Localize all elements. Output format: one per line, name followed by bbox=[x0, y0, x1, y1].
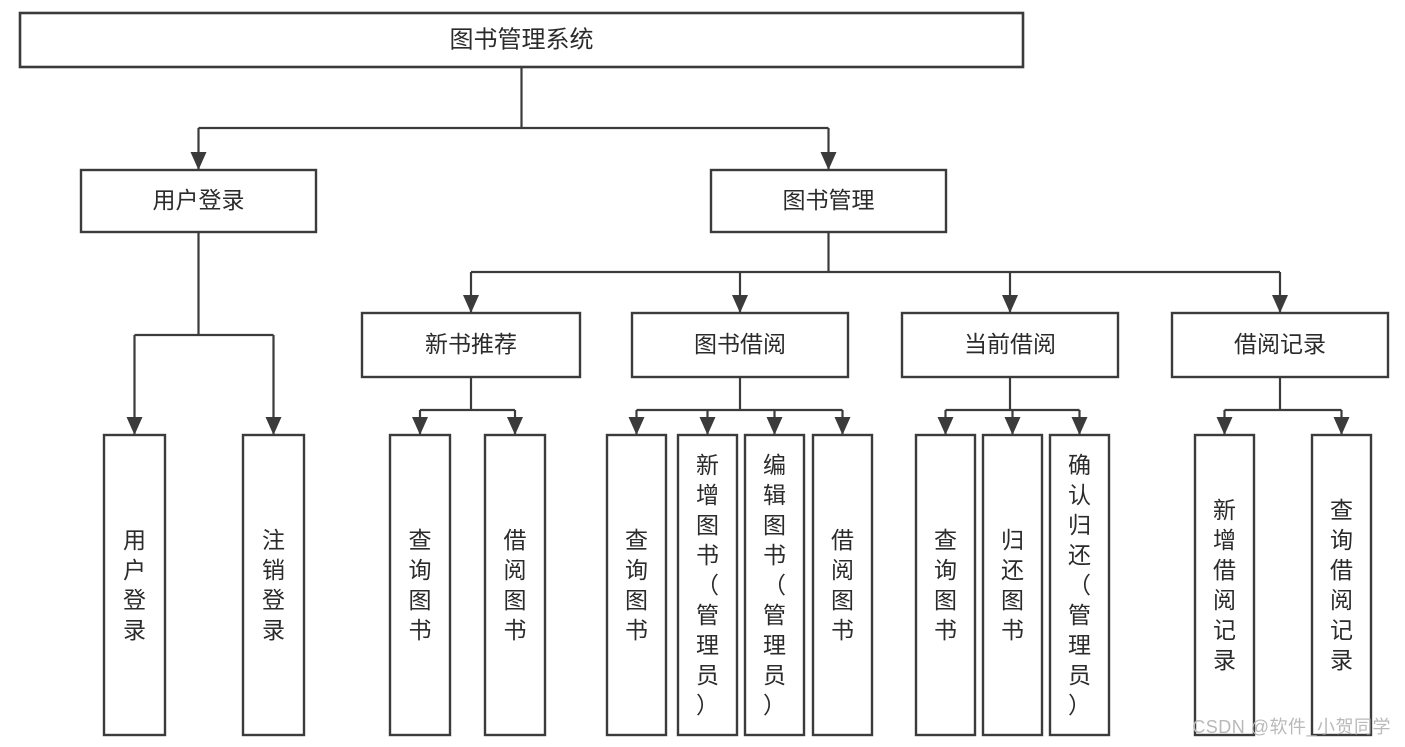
leaf-leaf-confirm-return[interactable]: 确认归还（管理员） bbox=[1048, 433, 1111, 737]
leaf-leaf-borrow-book[interactable]: 借阅图书 bbox=[811, 433, 874, 737]
lvl3-book-borrow-arrow-icon-3 bbox=[834, 417, 851, 435]
node-user-login-label: 用户登录 bbox=[153, 187, 245, 213]
leaf-leaf-query-book-recommend-label: 查询图书 bbox=[409, 527, 432, 643]
leaf-leaf-query-book-recommend[interactable]: 查询图书 bbox=[388, 433, 452, 737]
node-borrow-record-label: 借阅记录 bbox=[1234, 331, 1326, 357]
userlogin-arrow-icon-1 bbox=[265, 417, 282, 435]
node-root-root-rect bbox=[18, 11, 1025, 69]
leaf-leaf-add-book-label: 新增图书（管理员） bbox=[696, 452, 719, 718]
userlogin-arrow-icon-0 bbox=[126, 417, 143, 435]
node-borrow-record[interactable]: 借阅记录 bbox=[1170, 311, 1390, 379]
leaf-leaf-query-book-current[interactable]: 查询图书 bbox=[914, 433, 977, 737]
leaf-leaf-user-login[interactable]: 用户登录 bbox=[102, 433, 167, 737]
node-current-borrow[interactable]: 当前借阅 bbox=[900, 311, 1120, 379]
leaf-leaf-logout-rect bbox=[241, 433, 306, 737]
bookmgmt-arrow-icon-3 bbox=[1272, 295, 1288, 313]
leaf-leaf-borrow-book-rect bbox=[811, 433, 874, 737]
leaf-leaf-query-book-current-label: 查询图书 bbox=[934, 527, 957, 643]
leaf-leaf-query-borrow-record-rect bbox=[1310, 433, 1373, 737]
leaf-leaf-return-book-rect bbox=[981, 433, 1044, 737]
leaf-leaf-logout[interactable]: 注销登录 bbox=[241, 433, 306, 737]
lvl3-book-borrow-arrow-icon-1 bbox=[699, 417, 716, 435]
leaf-leaf-borrow-book-label: 借阅图书 bbox=[831, 527, 854, 643]
leaf-leaf-confirm-return-rect bbox=[1048, 433, 1111, 737]
node-borrow-record-rect bbox=[1170, 311, 1390, 379]
node-book-management-rect bbox=[709, 168, 948, 234]
lvl3-borrow-record-arrow-icon-0 bbox=[1216, 417, 1233, 435]
node-book-borrow-label: 图书借阅 bbox=[694, 331, 786, 357]
leaf-leaf-add-borrow-record-label: 新增借阅记录 bbox=[1213, 497, 1236, 673]
leaf-leaf-query-borrow-record[interactable]: 查询借阅记录 bbox=[1310, 433, 1373, 737]
leaf-leaf-add-borrow-record[interactable]: 新增借阅记录 bbox=[1193, 433, 1256, 737]
leaf-leaf-return-book[interactable]: 归还图书 bbox=[981, 433, 1044, 737]
lvl3-current-borrow-arrow-icon-2 bbox=[1071, 417, 1088, 435]
bookmgmt-arrow-icon-2 bbox=[1002, 295, 1018, 313]
leaf-leaf-return-book-label: 归还图书 bbox=[1001, 527, 1024, 643]
node-root-root-label: 图书管理系统 bbox=[450, 26, 594, 53]
leaf-leaf-user-login-rect bbox=[102, 433, 167, 737]
lvl3-borrow-record-arrow-icon-1 bbox=[1333, 417, 1350, 435]
lvl3-new-book-recommend-arrow-icon-0 bbox=[412, 417, 428, 435]
leaf-leaf-query-borrow-record-label: 查询借阅记录 bbox=[1330, 497, 1353, 673]
leaf-leaf-edit-book[interactable]: 编辑图书（管理员） bbox=[743, 433, 806, 737]
leaf-leaf-borrow-book-recommend-label: 借阅图书 bbox=[504, 527, 527, 643]
csdn-watermark: CSDN @软件_小贺同学 bbox=[1192, 717, 1391, 737]
node-current-borrow-rect bbox=[900, 311, 1120, 379]
node-user-login[interactable]: 用户登录 bbox=[79, 168, 318, 234]
leaf-leaf-query-book-rect bbox=[605, 433, 668, 737]
lvl3-book-borrow-arrow-icon-2 bbox=[766, 417, 783, 435]
leaf-leaf-borrow-book-recommend[interactable]: 借阅图书 bbox=[483, 433, 547, 737]
leaf-leaf-borrow-book-recommend-rect bbox=[483, 433, 547, 737]
leaf-leaf-edit-book-label: 编辑图书（管理员） bbox=[763, 452, 786, 718]
node-user-login-rect bbox=[79, 168, 318, 234]
leaf-leaf-add-book[interactable]: 新增图书（管理员） bbox=[676, 433, 739, 737]
leaf-leaf-edit-book-rect bbox=[743, 433, 806, 737]
bookmgmt-arrow-icon-0 bbox=[463, 295, 479, 313]
leaf-leaf-user-login-label: 用户登录 bbox=[123, 527, 146, 643]
leaf-leaf-query-book-recommend-rect bbox=[388, 433, 452, 737]
leaf-leaf-confirm-return-label: 确认归还（管理员） bbox=[1068, 452, 1091, 718]
leaf-leaf-add-borrow-record-rect bbox=[1193, 433, 1256, 737]
connectors-layer bbox=[126, 67, 1350, 435]
node-root-root[interactable]: 图书管理系统 bbox=[18, 11, 1025, 69]
node-book-management[interactable]: 图书管理 bbox=[709, 168, 948, 234]
root-arrow-icon-0 bbox=[190, 152, 207, 170]
lvl3-current-borrow-arrow-icon-0 bbox=[937, 417, 954, 435]
lvl3-new-book-recommend-arrow-icon-1 bbox=[507, 417, 523, 435]
root-arrow-icon-1 bbox=[820, 152, 837, 170]
nodes-layer: 图书管理系统用户登录图书管理新书推荐图书借阅当前借阅借阅记录用户登录注销登录查询… bbox=[18, 11, 1390, 737]
node-new-book-recommend-rect bbox=[360, 311, 582, 379]
leaf-leaf-query-book[interactable]: 查询图书 bbox=[605, 433, 668, 737]
node-book-management-label: 图书管理 bbox=[783, 187, 875, 213]
bookmgmt-arrow-icon-1 bbox=[732, 295, 748, 313]
node-new-book-recommend-label: 新书推荐 bbox=[425, 331, 517, 357]
leaf-leaf-logout-label: 注销登录 bbox=[262, 527, 285, 643]
leaf-leaf-query-book-current-rect bbox=[914, 433, 977, 737]
node-current-borrow-label: 当前借阅 bbox=[964, 331, 1056, 357]
leaf-leaf-add-book-rect bbox=[676, 433, 739, 737]
node-book-borrow-rect bbox=[630, 311, 850, 379]
leaf-leaf-query-book-label: 查询图书 bbox=[625, 527, 648, 643]
lvl3-book-borrow-arrow-icon-0 bbox=[628, 417, 645, 435]
lvl3-current-borrow-arrow-icon-1 bbox=[1004, 417, 1021, 435]
node-new-book-recommend[interactable]: 新书推荐 bbox=[360, 311, 582, 379]
node-book-borrow[interactable]: 图书借阅 bbox=[630, 311, 850, 379]
